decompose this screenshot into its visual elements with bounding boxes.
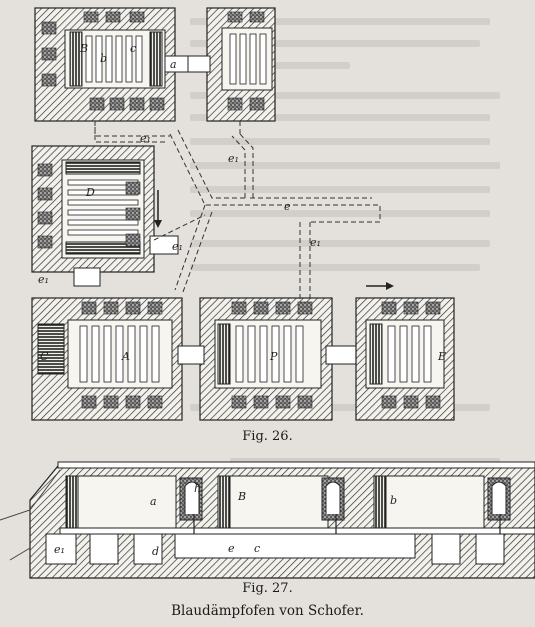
fig27-label-d: d [152,545,159,558]
label-e1-lower: e₁ [172,240,183,253]
figure-27-caption: Fig. 27. [242,581,293,596]
label-P: P [269,350,278,363]
fig27-label-b: b [390,494,397,507]
chamber-E [355,282,455,421]
fig27-label-e1: e₁ [54,543,65,556]
section-chamber-2 [217,475,345,529]
figure-27-diagram: a B b h e₁ d e c [0,461,535,579]
figure-26-diagram: a b c B e e₁ e₁ e₁ e₁ e₁ D A P E C [31,7,455,421]
label-e1-left: e₁ [38,273,49,286]
figure-26-caption: Fig. 26. [242,429,293,444]
label-C: C [40,350,49,363]
label-D: D [85,186,95,199]
fig27-label-B: B [237,490,246,503]
label-c: c [130,42,136,55]
label-b: b [100,52,107,65]
label-e1-upper: e₁ [140,132,151,145]
fig27-label-e: e [228,542,235,555]
fig27-label-h: h [194,482,201,495]
figure-title: Blaudämpfofen von Schofer. [171,603,364,619]
label-e1-right: e₁ [310,236,321,249]
chamber-A [31,297,183,421]
label-e1-mid: e₁ [228,152,239,165]
label-e-top: e [284,200,291,213]
fig27-label-a: a [150,495,157,508]
label-A: A [121,350,130,363]
label-a: a [170,58,177,71]
chamber-P [177,297,359,421]
label-E: E [437,350,446,363]
fig27-label-c: c [254,542,260,555]
chamber-B [34,7,190,122]
flue-ducts [94,121,381,300]
section-chamber-3 [373,475,511,529]
chamber-top-right [187,7,276,122]
chamber-D [31,145,179,287]
label-B: B [79,42,88,55]
section-chamber-1 [65,475,203,529]
